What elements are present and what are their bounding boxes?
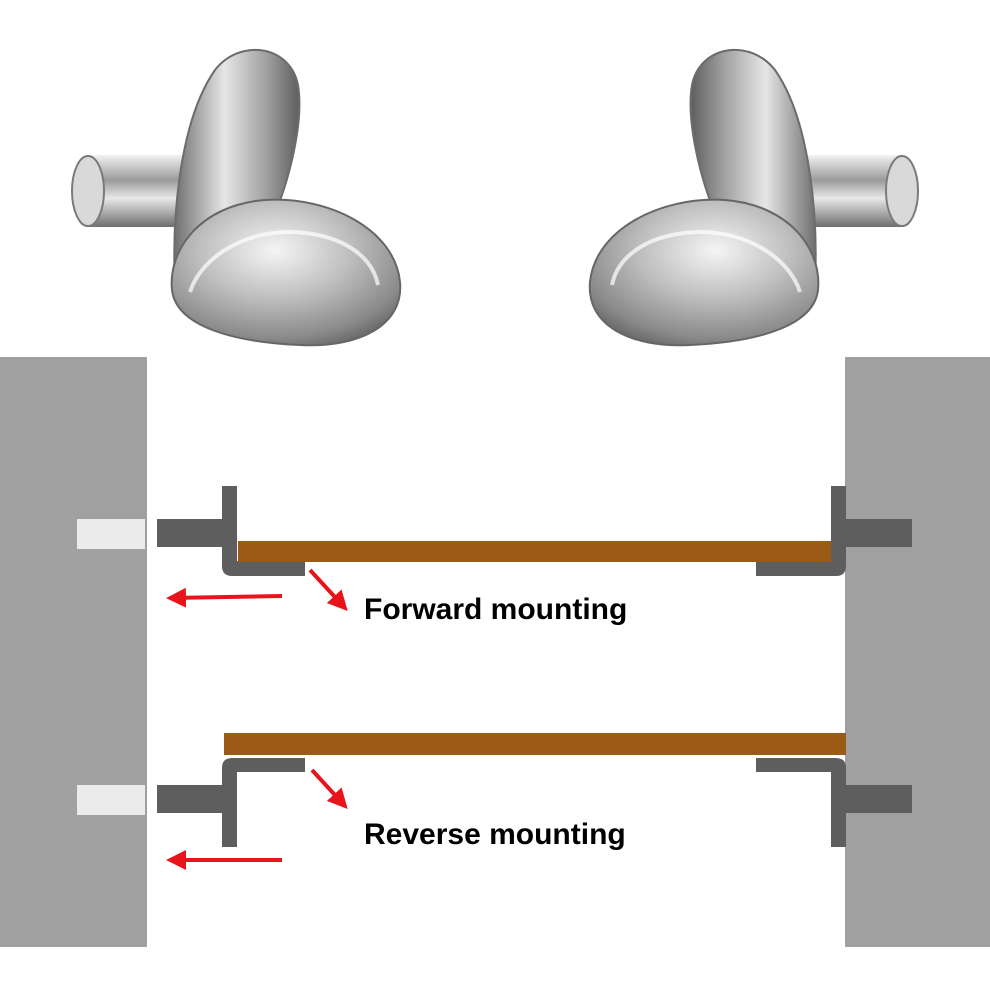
left-support-pin — [157, 785, 225, 813]
right-support-pin — [845, 785, 912, 813]
right-support-bracket — [756, 758, 846, 847]
left-support-bracket — [222, 486, 305, 576]
right-support-bracket — [756, 486, 846, 576]
shelf-support-pin-icon — [588, 48, 919, 347]
left-pull-arrow — [166, 587, 283, 608]
shelf-board-reverse — [224, 733, 846, 755]
left-support-photo — [71, 48, 402, 347]
right-wall — [845, 357, 990, 947]
left-support-pin — [157, 519, 225, 547]
right-support-pin — [845, 519, 912, 547]
left-support-bracket — [222, 758, 305, 847]
right-support-photo — [588, 48, 919, 347]
reverse-mounting-label: Reverse mounting — [364, 818, 626, 851]
forward-mounting-assembly: Forward mounting — [77, 486, 912, 626]
left-wall — [0, 357, 147, 947]
reverse-mounting-assembly: Reverse mounting — [77, 733, 912, 870]
pointer-arrow — [308, 568, 348, 611]
left-wall-hole — [77, 785, 145, 815]
shelf-board-forward — [238, 541, 831, 562]
shelf-support-pin-icon — [71, 48, 402, 347]
left-wall-hole — [77, 519, 145, 549]
pointer-arrow — [310, 768, 348, 809]
forward-mounting-label: Forward mounting — [364, 593, 627, 626]
